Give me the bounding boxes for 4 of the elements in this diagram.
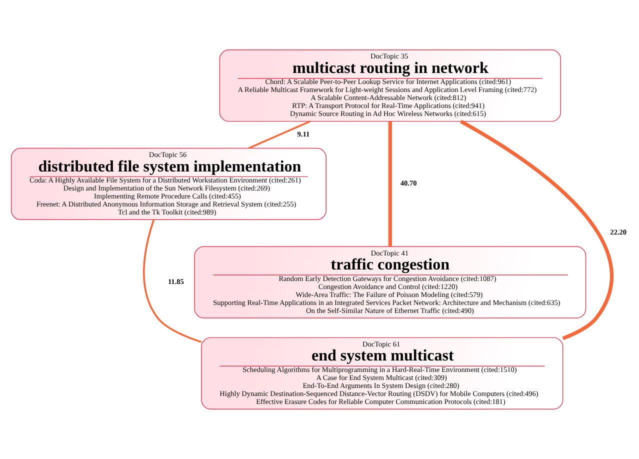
connector [388,121,392,246]
connector [460,120,614,340]
connector [248,120,311,150]
connector [143,219,202,343]
